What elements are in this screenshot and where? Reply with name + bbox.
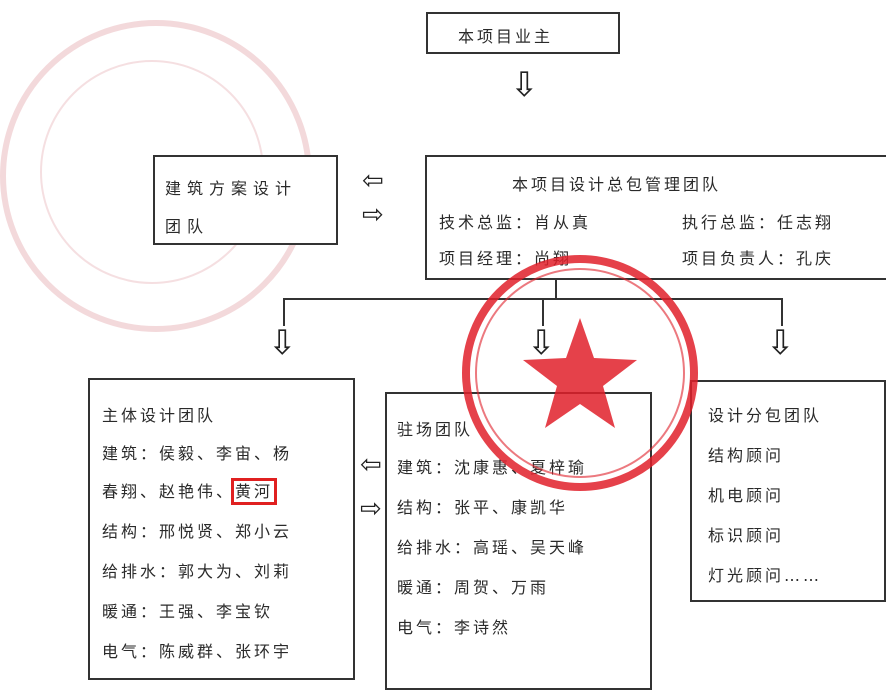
left-arrow-bottom-icon: ⇦ <box>360 450 382 480</box>
gc-technical-director: 技术总监：肖从真 <box>439 213 592 232</box>
right-arrow-bottom-icon: ⇨ <box>360 494 382 524</box>
down-arrow-icon: ⇩ <box>510 65 539 105</box>
architecture-team-line2: 团队 <box>165 217 210 236</box>
owner-label: 本项目业主 <box>458 27 554 46</box>
gc-project-leader: 项目负责人：孔庆 <box>682 249 835 268</box>
main-design-team-box: 主体设计团队 建筑：侯毅、李宙、杨 春翔、赵艳伟、黄河 结构：邢悦贤、郑小云 给… <box>88 378 355 680</box>
down-arrow-right-icon: ⇩ <box>766 323 795 363</box>
architecture-scheme-team-box: 建筑方案设计 团队 <box>153 155 338 245</box>
connector-right-drop <box>781 298 783 326</box>
sub-team-mep-consultant: 机电顾问 <box>708 486 785 505</box>
main-team-electrical: 电气：陈威群、张环宇 <box>102 642 293 661</box>
sub-team-signage-consultant: 标识顾问 <box>708 526 785 545</box>
sub-team-title: 设计分包团队 <box>708 406 823 425</box>
owner-box: 本项目业主 <box>426 12 620 54</box>
connector-vertical-top <box>555 280 557 300</box>
general-contract-team-box: 本项目设计总包管理团队 技术总监：肖从真 执行总监：任志翔 项目经理：尚翔 项目… <box>425 155 886 280</box>
main-team-plumbing: 给排水：郭大为、刘莉 <box>102 562 293 581</box>
right-arrow-icon: ⇨ <box>362 200 384 230</box>
connector-left-drop <box>283 298 285 326</box>
main-team-architecture-2: 春翔、赵艳伟、黄河 <box>102 478 278 505</box>
gc-executive-director: 执行总监：任志翔 <box>682 213 835 232</box>
main-team-architecture-2a: 春翔、赵艳伟、 <box>102 482 236 501</box>
site-team-title: 驻场团队 <box>397 420 474 439</box>
sub-team-structure-consultant: 结构顾问 <box>708 446 785 465</box>
main-team-structure: 结构：邢悦贤、郑小云 <box>102 522 293 541</box>
gc-project-manager: 项目经理：尚翔 <box>439 249 573 268</box>
connector-horizontal <box>283 298 783 300</box>
down-arrow-left-icon: ⇩ <box>268 323 297 363</box>
subcontract-team-box: 设计分包团队 结构顾问 机电顾问 标识顾问 灯光顾问…… <box>690 380 886 602</box>
site-team-structure: 结构：张平、康凯华 <box>397 498 569 517</box>
site-team-electrical: 电气：李诗然 <box>397 618 512 637</box>
gc-team-title: 本项目设计总包管理团队 <box>512 175 722 194</box>
main-team-title: 主体设计团队 <box>102 406 217 425</box>
architecture-team-line1: 建筑方案设计 <box>165 179 298 198</box>
main-team-architecture-1: 建筑：侯毅、李宙、杨 <box>102 444 293 463</box>
site-team-plumbing: 给排水：高瑶、吴天峰 <box>397 538 588 557</box>
left-arrow-icon: ⇦ <box>362 166 384 196</box>
main-team-hvac: 暖通：王强、李宝钦 <box>102 602 274 621</box>
site-team-hvac: 暖通：周贺、万雨 <box>397 578 550 597</box>
official-red-seal <box>462 255 698 491</box>
connector-mid-drop <box>542 298 544 326</box>
down-arrow-middle-icon: ⇩ <box>527 323 556 363</box>
sub-team-lighting-consultant: 灯光顾问…… <box>708 566 823 585</box>
onsite-team-box: 驻场团队 建筑：沈康惠、夏梓瑜 结构：张平、康凯华 给排水：高瑶、吴天峰 暖通：… <box>385 392 652 690</box>
highlighted-name: 黄河 <box>231 478 278 505</box>
site-team-architecture: 建筑：沈康惠、夏梓瑜 <box>397 458 588 477</box>
